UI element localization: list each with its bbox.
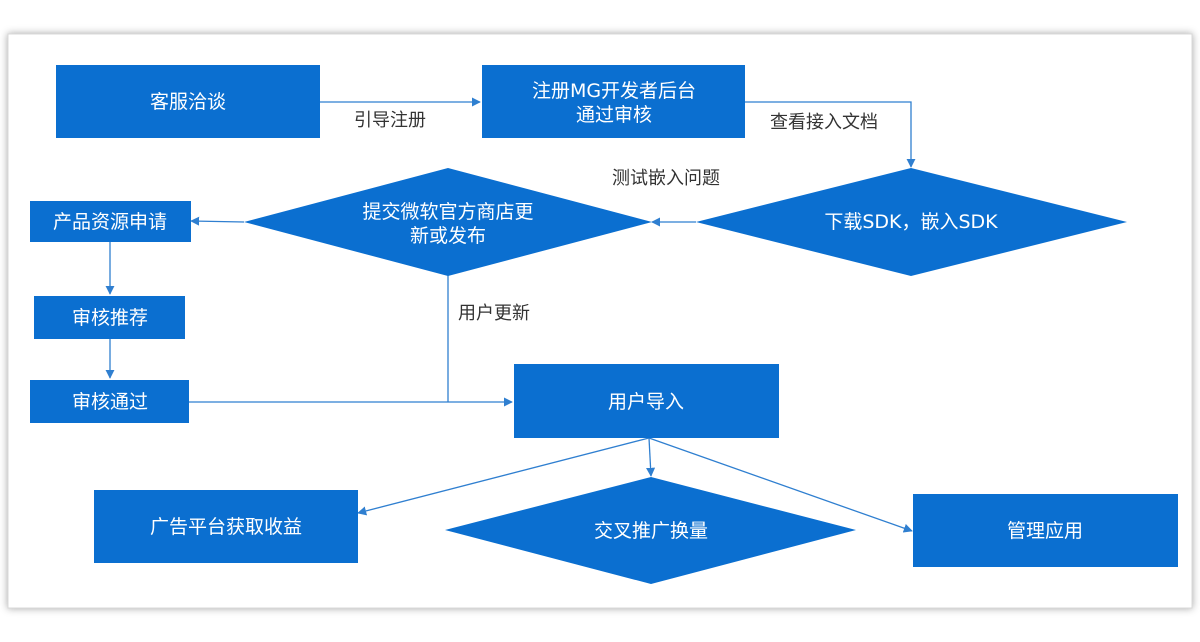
node-manage-app-label: 管理应用 xyxy=(1007,520,1083,542)
node-register: 注册MG开发者后台 通过审核 xyxy=(482,65,745,138)
node-review-pass: 审核通过 xyxy=(30,380,189,423)
edge-label-user-update: 用户更新 xyxy=(458,303,530,324)
node-user-import-label: 用户导入 xyxy=(608,391,684,413)
edge-label-guide-register: 引导注册 xyxy=(354,110,426,131)
node-download-sdk: 下载SDK，嵌入SDK xyxy=(696,168,1127,276)
edge-label-test-issues: 测试嵌入问题 xyxy=(612,168,720,189)
edge-import-manage xyxy=(648,437,913,533)
node-submit: 提交微软官方商店更 新或发布 xyxy=(244,168,652,276)
node-review-recommend: 审核推荐 xyxy=(34,296,185,339)
node-cross-promo: 交叉推广换量 xyxy=(445,477,856,584)
node-apply-resource-label: 产品资源申请 xyxy=(53,211,167,233)
node-review-pass-label: 审核通过 xyxy=(72,391,148,413)
node-register-label-1: 注册MG开发者后台 xyxy=(532,80,696,102)
node-submit-label-1: 提交微软官方商店更 xyxy=(362,201,533,223)
node-ad-revenue-label: 广告平台获取收益 xyxy=(150,516,302,538)
node-kefu: 客服洽谈 xyxy=(56,65,320,138)
edge-register-download xyxy=(745,101,916,168)
node-register-label-2: 通过审核 xyxy=(576,104,652,126)
node-cross-promo-label: 交叉推广换量 xyxy=(594,520,708,542)
edge-label-view-docs: 查看接入文档 xyxy=(770,112,878,133)
node-apply-resource: 产品资源申请 xyxy=(30,201,191,242)
node-download-sdk-label: 下载SDK，嵌入SDK xyxy=(824,211,998,233)
node-review-recommend-label: 审核推荐 xyxy=(72,307,148,329)
edges xyxy=(105,97,916,533)
node-kefu-label: 客服洽谈 xyxy=(150,91,226,113)
edge-import-ad xyxy=(357,437,650,516)
node-user-import: 用户导入 xyxy=(514,364,779,438)
node-submit-label-2: 新或发布 xyxy=(410,225,486,247)
edge-import-cross xyxy=(646,437,656,477)
edge-submit-apply xyxy=(190,216,245,226)
node-manage-app: 管理应用 xyxy=(913,494,1178,567)
node-ad-revenue: 广告平台获取收益 xyxy=(94,490,358,563)
